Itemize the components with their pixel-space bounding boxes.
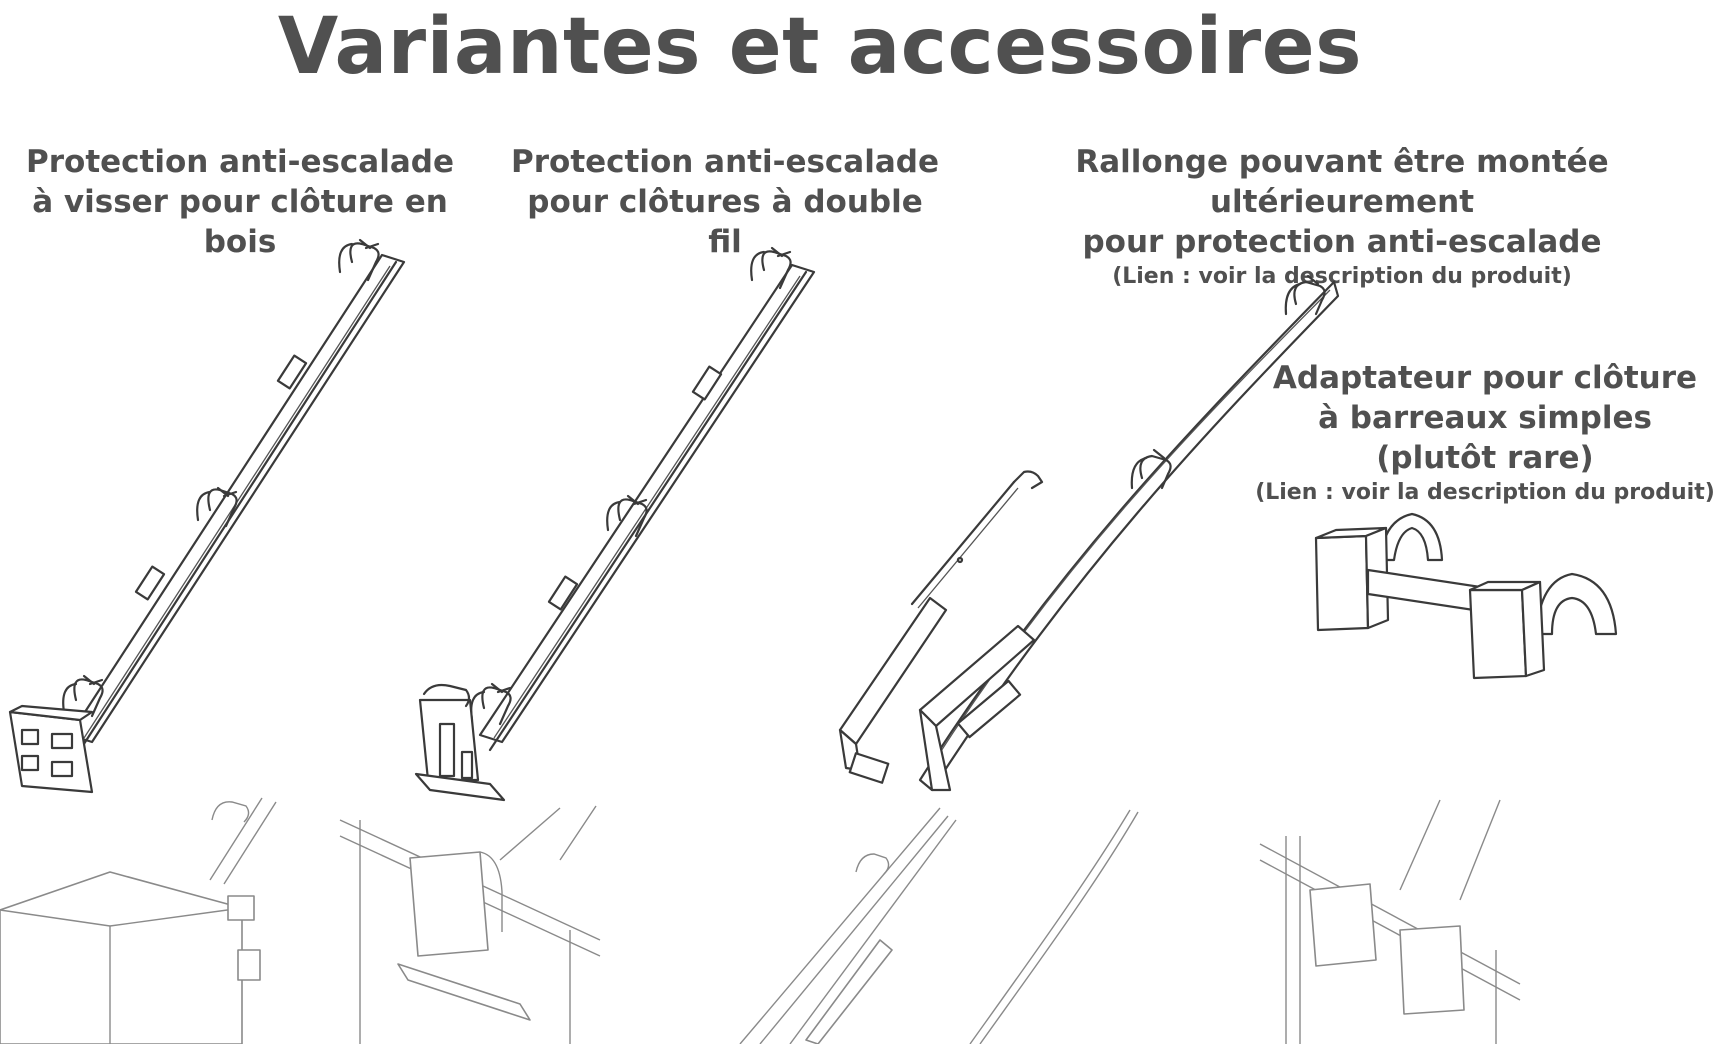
caption-wood-line2: à visser pour clôture en bois — [32, 184, 448, 260]
caption-extension-line1: Rallonge pouvant être montée ultérieurem… — [1075, 144, 1609, 220]
caption-double-wire-line1: Protection anti-escalade — [511, 144, 939, 180]
extension-drawing — [838, 274, 1340, 792]
wood-fence-arm-drawing — [8, 238, 406, 794]
caption-wood-fence: Protection anti-escalade à visser pour c… — [0, 142, 480, 262]
caption-adapter-line3: (plutôt rare) — [1376, 440, 1594, 476]
caption-wood-line1: Protection anti-escalade — [26, 144, 454, 180]
double-wire-arm-drawing — [414, 246, 816, 802]
caption-double-wire: Protection anti-escalade pour clôtures à… — [510, 142, 940, 262]
caption-adapter-line2: à barreaux simples — [1318, 400, 1652, 436]
caption-adapter-note: (Lien : voir la description du produit) — [1255, 480, 1715, 505]
caption-extension: Rallonge pouvant être montée ultérieurem… — [955, 142, 1729, 292]
page-title: Variantes et accessoires — [277, 2, 1363, 92]
caption-adapter-line1: Adaptateur pour clôture — [1272, 360, 1698, 396]
caption-double-wire-line2: pour clôtures à double fil — [527, 184, 923, 260]
adapter-drawing — [1314, 512, 1618, 680]
installation-details — [0, 797, 1521, 1044]
caption-extension-line2: pour protection anti-escalade — [1082, 224, 1602, 260]
caption-extension-note: (Lien : voir la description du produit) — [1112, 264, 1572, 289]
caption-adapter: Adaptateur pour clôture à barreaux simpl… — [1240, 358, 1729, 508]
